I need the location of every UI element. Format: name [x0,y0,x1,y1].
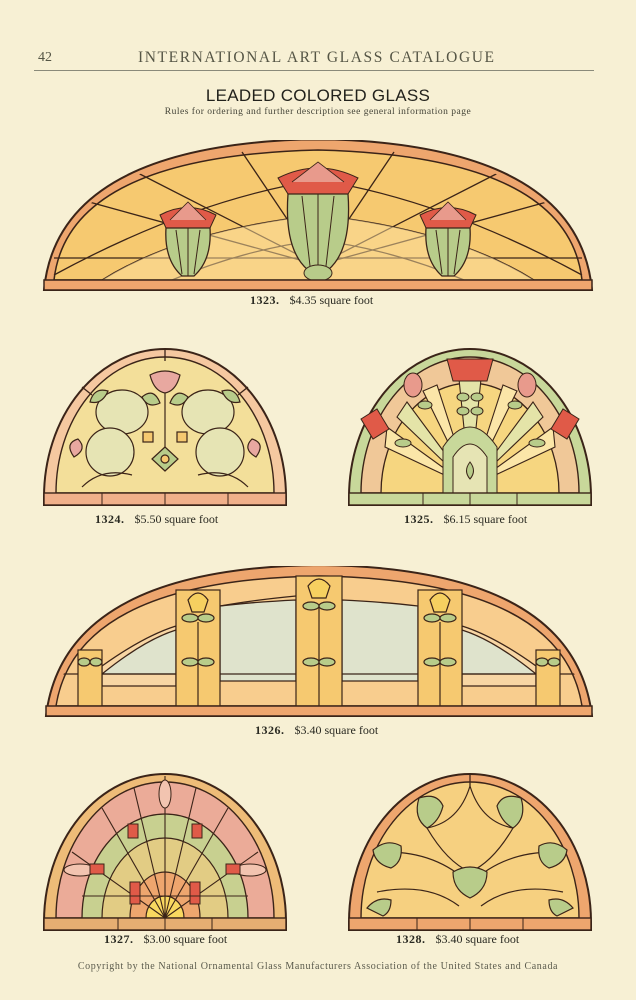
design-1328-illustration [347,772,593,932]
design-price: $5.50 square foot [134,512,219,526]
design-number: 1327. [104,932,134,946]
design-1325-caption: 1325. $6.15 square foot [404,512,527,527]
design-1325-illustration [347,347,593,507]
design-1326-caption: 1326. $3.40 square foot [255,723,378,738]
design-number: 1323. [250,293,280,307]
page-title: LEADED COLORED GLASS [205,86,431,105]
lotus-vase-center [277,161,359,282]
design-price: $3.00 square foot [143,932,228,946]
lotus-vase-right [419,201,477,277]
page-number: 42 [38,50,52,65]
design-price: $4.35 square foot [289,293,374,307]
running-title: INTERNATIONAL ART GLASS CATALOGUE [138,49,496,66]
page-subtitle: Rules for ordering and further descripti… [164,107,472,117]
design-1328-caption: 1328. $3.40 square foot [396,932,519,947]
design-1324-caption: 1324. $5.50 square foot [95,512,218,527]
design-number: 1326. [255,723,285,737]
copyright-footer: Copyright by the National Ornamental Gla… [77,961,559,972]
design-1327-illustration [42,772,288,932]
design-1327-caption: 1327. $3.00 square foot [104,932,227,947]
design-1324-illustration [42,347,288,507]
design-number: 1324. [95,512,125,526]
design-number: 1328. [396,932,426,946]
design-price: $6.15 square foot [443,512,528,526]
design-1326-illustration [44,566,594,718]
design-1323-illustration [42,140,594,292]
lotus-vase-left [159,201,217,277]
design-1323-caption: 1323. $4.35 square foot [250,293,373,308]
design-price: $3.40 square foot [294,723,379,737]
running-header: 42 INTERNATIONAL ART GLASS CATALOGUE [34,49,594,71]
design-price: $3.40 square foot [435,932,520,946]
design-number: 1325. [404,512,434,526]
